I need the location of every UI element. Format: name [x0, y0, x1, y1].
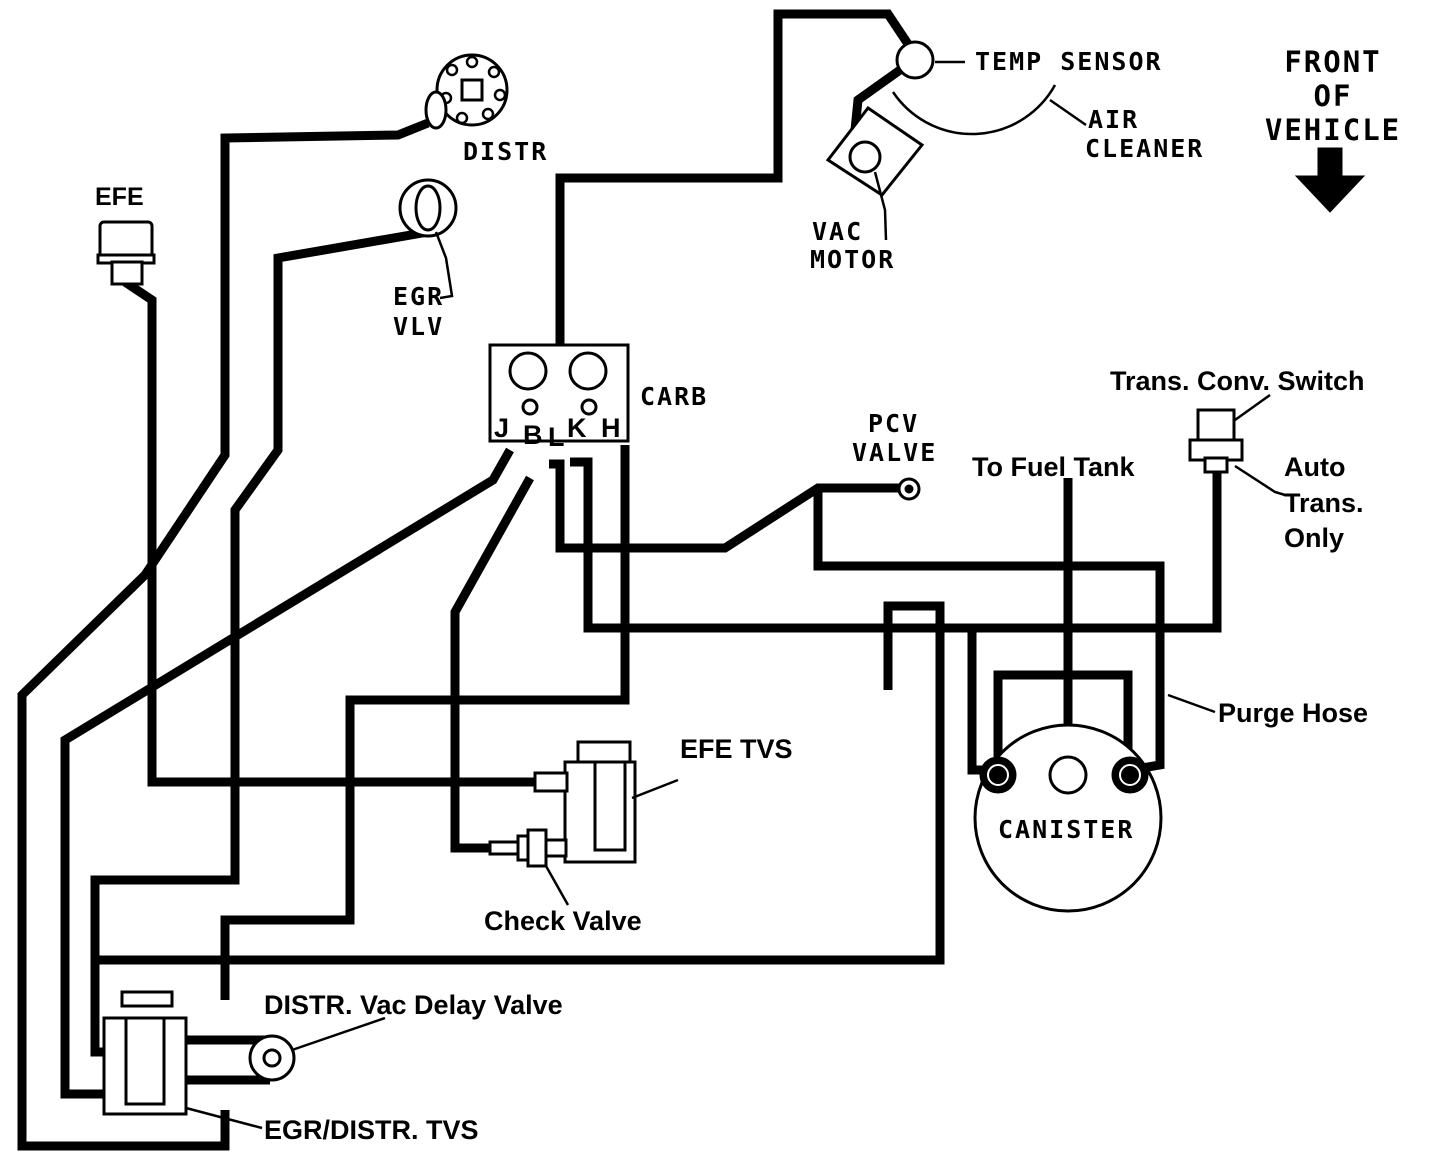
distributor-icon [424, 53, 509, 130]
auto-trans-label-line1: Auto [1284, 452, 1345, 482]
port-l-label: L [548, 422, 565, 452]
trans-conv-switch-icon [1188, 393, 1286, 497]
egr-vlv-label-line1: EGR [393, 282, 444, 311]
air-cleaner-icon [891, 84, 1087, 136]
pcv-label-line2: VALVE [852, 438, 937, 467]
delay-valve-label: DISTR. Vac Delay Valve [264, 990, 563, 1020]
pcv-label-line1: PCV [868, 409, 919, 438]
front-label-line1: FRONT [1284, 45, 1381, 79]
auto-trans-label-line2: Trans. [1284, 488, 1364, 518]
purge-hose [813, 488, 1165, 775]
port-h-label: H [601, 413, 621, 443]
port-h-hose [220, 445, 630, 1000]
vac-motor-icon [825, 105, 925, 241]
purge-hose-label: Purge Hose [1218, 698, 1368, 728]
port-k-hose [570, 457, 998, 775]
distr-label: DISTR [463, 137, 548, 166]
egr-distr-tvs-label: EGR/DISTR. TVS [264, 1115, 479, 1145]
air-cleaner-label-line1: AIR [1088, 105, 1139, 134]
temp-sensor-icon [895, 40, 965, 80]
canister-icon [973, 693, 1216, 913]
port-l-hose [549, 459, 908, 553]
egr-distr-tvs-icon [102, 990, 263, 1130]
port-b-label: B [523, 420, 543, 450]
delay-valve-icon [248, 1016, 386, 1082]
auto-trans-label-line3: Only [1284, 523, 1344, 553]
efe-tvs-label: EFE TVS [680, 734, 793, 764]
egr-valve-hose [90, 227, 429, 1057]
trans-conv-switch-label: Trans. Conv. Switch [1110, 366, 1365, 396]
to-fuel-tank-label: To Fuel Tank [972, 452, 1135, 482]
temp-sensor-label: TEMP SENSOR [975, 47, 1163, 76]
distributor-hose [17, 118, 430, 1151]
front-label-line3: VEHICLE [1265, 113, 1401, 147]
canister-to-tvs-hose [90, 601, 945, 1000]
labels: TEMP SENSOR AIR CLEANER FRONT OF VEHICLE… [95, 45, 1401, 1145]
efe-label: EFE [95, 183, 144, 211]
egr-vlv-label-line2: VLV [393, 312, 444, 341]
front-label-line2: OF [1314, 79, 1353, 113]
port-j-label: J [494, 413, 509, 443]
canister-internal-hose-left [993, 670, 1133, 768]
air-cleaner-hose [555, 9, 916, 345]
egr-valve-icon [398, 178, 458, 300]
vac-motor-label-line2: MOTOR [810, 245, 895, 274]
port-j-hose [60, 447, 514, 1099]
check-valve-label: Check Valve [484, 906, 642, 936]
trans-switch-hose [972, 470, 1222, 633]
check-valve-icon [488, 828, 570, 906]
vac-motor-label-line1: VAC [812, 217, 863, 246]
pcv-valve-icon [897, 477, 921, 501]
vacuum-hoses [17, 9, 1222, 1151]
front-arrow-icon [1294, 147, 1366, 213]
carb-label: CARB [640, 382, 708, 411]
port-k-label: K [567, 413, 587, 443]
air-cleaner-label-line2: CLEANER [1085, 134, 1204, 163]
port-b-hose [450, 475, 534, 853]
efe-tvs-icon [533, 740, 679, 864]
efe-hose [122, 278, 536, 787]
efe-actuator-icon [96, 220, 156, 286]
carburetor-icon [488, 343, 630, 443]
canister-label: CANISTER [998, 815, 1134, 844]
